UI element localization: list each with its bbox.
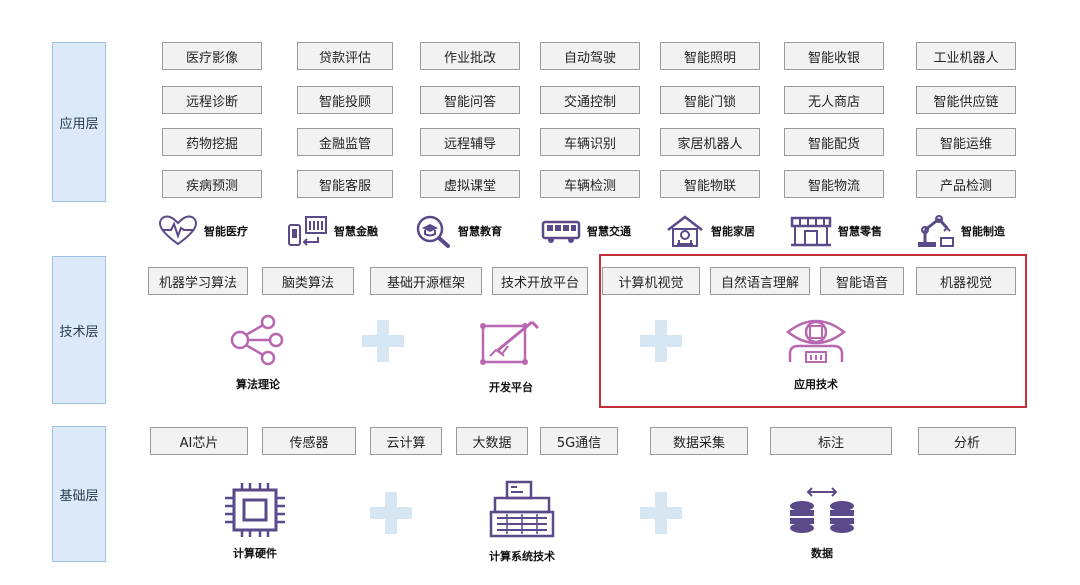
app-box: 智能照明 (660, 42, 760, 70)
tech-item-label: 应用技术 (794, 378, 838, 391)
industry-retail: 智慧零售 (790, 214, 882, 248)
app-box: 无人商店 (784, 86, 884, 114)
industry-finance: 智慧金融 (286, 214, 378, 248)
industry-label: 智能家居 (711, 225, 755, 238)
industry-education: 智慧教育 (414, 214, 502, 248)
plus-icon (362, 320, 404, 362)
tech-box: 基础开源框架 (370, 267, 482, 295)
foundation-box: 5G通信 (540, 427, 618, 455)
tech-box: 自然语言理解 (710, 267, 810, 295)
app-box: 疾病预测 (162, 170, 262, 198)
robot-arm-icon (918, 215, 954, 247)
tech-box: 智能语音 (820, 267, 904, 295)
industry-label: 智慧交通 (587, 225, 631, 238)
foundation-box: 数据采集 (650, 427, 748, 455)
app-box: 作业批改 (420, 42, 520, 70)
app-box: 药物挖掘 (162, 128, 262, 156)
app-box: 远程诊断 (162, 86, 262, 114)
tech-box: 机器视觉 (916, 267, 1016, 295)
tech-box: 脑类算法 (262, 267, 354, 295)
app-box: 智能物联 (660, 170, 760, 198)
plus-icon (640, 320, 682, 362)
tech-item-label: 开发平台 (489, 381, 533, 394)
app-box: 自动驾驶 (540, 42, 640, 70)
foundation-box: 分析 (918, 427, 1016, 455)
education-search-icon (416, 215, 450, 248)
foundation-box: AI芯片 (150, 427, 248, 455)
smart-home-icon (667, 215, 703, 247)
industry-label: 智慧零售 (838, 225, 882, 238)
layer-technology-label: 技术层 (59, 324, 99, 340)
plus-icon (370, 492, 412, 534)
app-box: 车辆识别 (540, 128, 640, 156)
foundation-box: 传感器 (262, 427, 356, 455)
mobile-banking-icon (288, 216, 327, 246)
tech-box: 机器学习算法 (148, 267, 248, 295)
app-box: 智能投顾 (297, 86, 393, 114)
app-box: 金融监管 (297, 128, 393, 156)
foundation-item-label: 计算系统技术 (489, 550, 555, 563)
layer-application-label: 应用层 (59, 116, 99, 132)
app-box: 智能运维 (916, 128, 1016, 156)
foundation-box: 云计算 (370, 427, 442, 455)
plus-icon (640, 492, 682, 534)
app-box: 智能物流 (784, 170, 884, 198)
industry-label: 智慧金融 (334, 225, 378, 238)
app-box: 智能供应链 (916, 86, 1016, 114)
industry-medical: 智能医疗 (158, 214, 248, 248)
industry-label: 智能医疗 (204, 225, 248, 238)
foundation-box: 大数据 (456, 427, 528, 455)
layer-foundation: 基础层 (52, 426, 106, 562)
application-tech-highlight (599, 254, 1027, 408)
industry-manufacturing: 智能制造 (915, 214, 1005, 248)
app-box: 虚拟课堂 (420, 170, 520, 198)
app-box: 智能收银 (784, 42, 884, 70)
industry-label: 智慧教育 (458, 225, 502, 238)
layer-technology: 技术层 (52, 256, 106, 404)
app-box: 贷款评估 (297, 42, 393, 70)
bus-icon (541, 220, 581, 243)
tech-item-label: 算法理论 (236, 378, 280, 391)
app-box: 家居机器人 (660, 128, 760, 156)
foundation-item-label: 计算硬件 (233, 547, 277, 560)
layer-foundation-label: 基础层 (59, 488, 99, 504)
tech-box: 技术开放平台 (492, 267, 588, 295)
app-box: 智能配货 (784, 128, 884, 156)
layer-application: 应用层 (52, 42, 106, 202)
tech-box: 计算机视觉 (602, 267, 700, 295)
app-box: 产品检测 (916, 170, 1016, 198)
vision-eye-icon (785, 319, 847, 363)
industry-transport: 智慧交通 (541, 214, 631, 248)
app-box: 远程辅导 (420, 128, 520, 156)
app-box: 智能客服 (297, 170, 393, 198)
app-box: 车辆检测 (540, 170, 640, 198)
foundation-box: 标注 (770, 427, 892, 455)
app-box: 交通控制 (540, 86, 640, 114)
app-box: 智能问答 (420, 86, 520, 114)
network-nodes-icon (230, 314, 284, 366)
heart-pulse-icon (158, 215, 198, 246)
store-icon (790, 216, 832, 247)
app-box: 医疗影像 (162, 42, 262, 70)
app-box: 工业机器人 (916, 42, 1016, 70)
industry-home: 智能家居 (665, 214, 755, 248)
computer-system-icon (489, 480, 555, 538)
industry-label: 智能制造 (961, 225, 1005, 238)
design-platform-icon (480, 320, 540, 365)
database-icon (790, 487, 854, 533)
foundation-item-label: 数据 (811, 547, 833, 560)
app-box: 智能门锁 (660, 86, 760, 114)
chip-icon (225, 483, 285, 537)
